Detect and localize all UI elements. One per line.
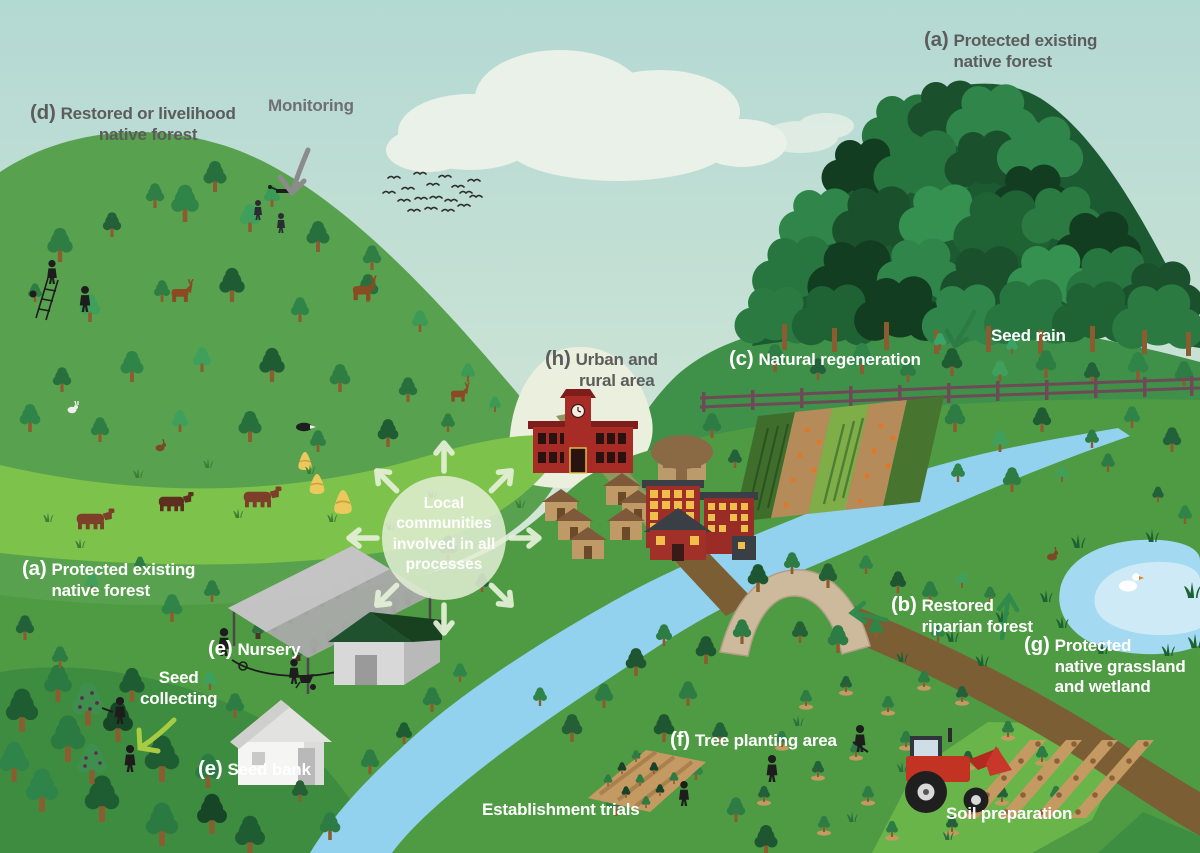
basket-icon [29, 290, 37, 298]
label-protected-grassland-wetland: (g)Protected native grassland and wetlan… [1024, 633, 1186, 698]
label-prefix: (f) [670, 728, 690, 751]
label-restored-riparian-forest: (b)Restored riparian forest [891, 593, 1034, 637]
label-prefix: (b) [891, 593, 917, 616]
label-seed-bank: (e)Seed bank [198, 757, 311, 781]
ladder-icon [35, 277, 59, 321]
hose-coil [238, 661, 248, 671]
label-text: Protected existing native forest [953, 31, 1098, 71]
label-text: Urban and rural area [575, 350, 658, 390]
tractor-icon [905, 728, 1012, 813]
label-text: Establishment trials [482, 800, 640, 819]
river [310, 428, 1130, 853]
seed-bank-house [230, 700, 332, 785]
forest-mountain [734, 80, 1200, 356]
wooden-fence [699, 376, 1200, 412]
label-protected-forest-top: (a)Protected existing native forest [924, 28, 1098, 72]
rabbit-icon [1047, 546, 1059, 561]
wheelbarrow-icon [295, 674, 316, 690]
label-text: Seed rain [991, 326, 1066, 345]
label-monitoring: Monitoring [268, 96, 354, 117]
label-prefix: (a) [924, 28, 949, 51]
label-text: Seed bank [227, 760, 311, 779]
wheelbarrow-person [289, 659, 316, 690]
label-seed-rain: Seed rain [991, 326, 1066, 347]
label-restored-livelihood-forest: (d)Restored or livelihood native forest [30, 101, 236, 145]
crop-fields [734, 396, 944, 522]
label-text: Tree planting area [694, 731, 837, 750]
road-to-bridge [672, 546, 754, 616]
label-seed-collecting: Seed collecting [140, 668, 218, 709]
label-prefix: (h) [545, 347, 571, 370]
label-natural-regeneration: (c)Natural regeneration [729, 347, 921, 371]
pond [1047, 529, 1200, 656]
hill-wildlife-and-people [29, 185, 470, 432]
label-text: Natural regeneration [758, 350, 921, 369]
label-nursery: (e)Nursery [208, 637, 301, 661]
round-hut [651, 435, 713, 480]
label-tree-planting-area: (f)Tree planting area [670, 728, 837, 752]
rabbit-icon [67, 400, 79, 414]
tree-planting-area [757, 670, 1063, 841]
rabbit-icon [155, 438, 166, 452]
label-urban-rural-area: (h)Urban and rural area [545, 347, 658, 391]
label-text: Protected native grassland and wetland [1054, 636, 1186, 697]
apartment-buildings [642, 480, 758, 561]
duck-icon [1119, 573, 1144, 592]
label-text: Soil preparation [946, 804, 1073, 823]
label-text: Nursery [237, 640, 301, 659]
riparian-arrow-left [848, 600, 889, 625]
label-text: Protected existing native forest [51, 560, 196, 600]
riparian-arrow-up [996, 591, 1020, 641]
label-prefix: (g) [1024, 633, 1050, 656]
label-prefix: (e) [198, 757, 223, 780]
collecting-pole-icon [101, 707, 114, 713]
clouds [386, 50, 854, 181]
label-establishment-trials: Establishment trials [482, 800, 640, 821]
seed-rain-arrow [944, 309, 977, 350]
seed-collecting-arrow [136, 717, 177, 754]
label-soil-preparation: Soil preparation [946, 804, 1072, 825]
communities-circle [349, 443, 539, 633]
establishment-trials-plot [588, 750, 706, 812]
label-text: Restored riparian forest [921, 596, 1034, 636]
label-prefix: (a) [22, 557, 47, 580]
label-prefix: (e) [208, 637, 233, 660]
far-corner-field [1098, 812, 1200, 853]
shovel-icon [852, 741, 869, 753]
label-text: Seed collecting [140, 668, 218, 708]
label-prefix: (c) [729, 347, 754, 370]
dark-forest-trees [0, 664, 265, 853]
barn-building [328, 612, 442, 685]
fruit-tree [77, 743, 107, 784]
label-text: Monitoring [268, 96, 354, 115]
label-protected-forest-left: (a)Protected existing native forest [22, 557, 196, 601]
school-building [528, 389, 638, 474]
pasture-animals [43, 438, 526, 548]
label-text: Restored or livelihood native forest [60, 104, 236, 144]
clock-tower [570, 403, 586, 419]
label-prefix: (d) [30, 101, 56, 124]
monitoring-arrow [277, 147, 311, 197]
fruit-tree [71, 682, 105, 726]
badger-icon [296, 422, 316, 432]
label-local-communities: Local communities involved in all proces… [392, 495, 496, 574]
